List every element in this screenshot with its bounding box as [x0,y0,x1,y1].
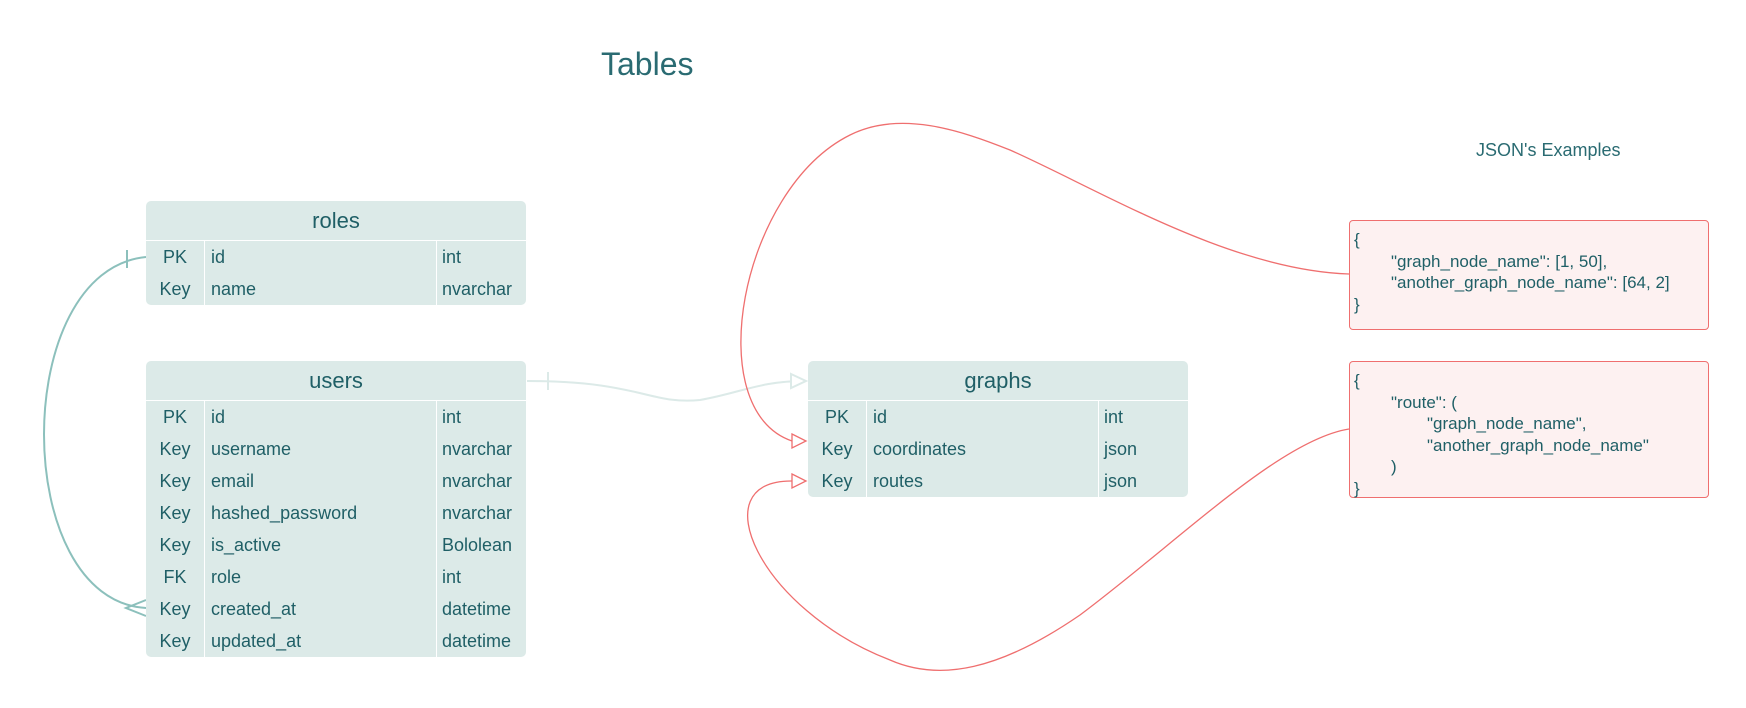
row-column-name: created_at [205,593,437,625]
table-row[interactable]: Key created_at datetime [146,593,526,625]
json-line: { [1354,371,1360,390]
row-column-name: name [205,273,437,305]
row-column-name: updated_at [205,625,437,657]
table-row[interactable]: Key routes json [808,465,1188,497]
json-line: ) [1391,457,1397,476]
table-header-users: users [146,361,526,401]
graphs-arrow-marker [790,372,809,390]
users-many-marker [123,599,147,617]
json-line: "graph_node_name", [1427,414,1587,433]
row-key: Key [146,625,205,657]
row-column-type: nvarchar [442,279,513,299]
row-column-type: int [1104,407,1124,427]
row-key: Key [146,273,205,305]
table-row[interactable]: Key updated_at datetime [146,625,526,657]
row-column-name: hashed_password [205,497,437,529]
row-column-type: json [1104,471,1138,491]
table-row[interactable]: Key name nvarchar [146,273,526,305]
row-key: PK [808,401,867,433]
json-line: "graph_node_name": [1, 50], [1391,251,1608,271]
row-key: Key [146,433,205,465]
row-column-type: nvarchar [442,471,513,491]
table-row[interactable]: PK id int [146,401,526,433]
row-column-type: datetime [442,599,512,619]
row-column-name: id [205,401,437,433]
json-example-coordinates: { "graph_node_name": [1, 50], "another_g… [1349,220,1709,330]
row-column-type: nvarchar [442,503,513,523]
coordinates-arrow-marker [791,432,808,450]
row-column-name: coordinates [867,433,1099,465]
json-line: } [1354,478,1360,498]
json-example-routes: { "route": ( "graph_node_name", "another… [1349,361,1709,498]
json-line: "route": ( [1391,392,1457,412]
row-column-type: nvarchar [442,439,513,459]
row-key: Key [808,433,867,465]
table-row[interactable]: Key coordinates json [808,433,1188,465]
table-header-graphs: graphs [808,361,1188,401]
row-key: FK [146,561,205,593]
table-header-roles: roles [146,201,526,241]
row-key: PK [146,241,205,273]
row-key: Key [146,593,205,625]
json-line: } [1354,294,1360,314]
users-graphs-relation-line [526,380,806,402]
row-column-type: int [442,567,462,587]
row-column-type: datetime [442,631,512,651]
roles-users-relation-line [43,256,147,609]
row-column-type: json [1104,439,1138,459]
row-column-name: role [205,561,437,593]
table-users[interactable]: users PK id int Key username nvarchar Ke… [146,361,526,657]
table-row[interactable]: Key hashed_password nvarchar [146,497,526,529]
page-title: Tables [601,46,694,82]
table-row[interactable]: PK id int [808,401,1188,433]
row-column-name: routes [867,465,1099,497]
table-row[interactable]: FK role int [146,561,526,593]
row-column-type: Bololean [442,535,513,555]
row-column-name: is_active [205,529,437,561]
routes-arrow-marker [791,472,808,490]
row-key: Key [146,497,205,529]
table-row[interactable]: Key email nvarchar [146,465,526,497]
row-key: PK [146,401,205,433]
table-row[interactable]: Key username nvarchar [146,433,526,465]
row-column-name: username [205,433,437,465]
row-column-name: id [205,241,437,273]
row-column-type: int [442,247,462,267]
table-row[interactable]: PK id int [146,241,526,273]
table-graphs[interactable]: graphs PK id int Key coordinates json Ke… [808,361,1188,497]
json-line: { [1354,230,1360,249]
row-column-name: email [205,465,437,497]
json-line: "another_graph_node_name": [64, 2] [1391,273,1670,292]
row-key: Key [808,465,867,497]
table-roles[interactable]: roles PK id int Key name nvarchar [146,201,526,305]
row-column-name: id [867,401,1099,433]
row-key: Key [146,529,205,561]
row-key: Key [146,465,205,497]
json-examples-title: JSON's Examples [1476,140,1621,160]
table-row[interactable]: Key is_active Bololean [146,529,526,561]
row-column-type: int [442,407,462,427]
json-line: "another_graph_node_name" [1427,435,1649,455]
